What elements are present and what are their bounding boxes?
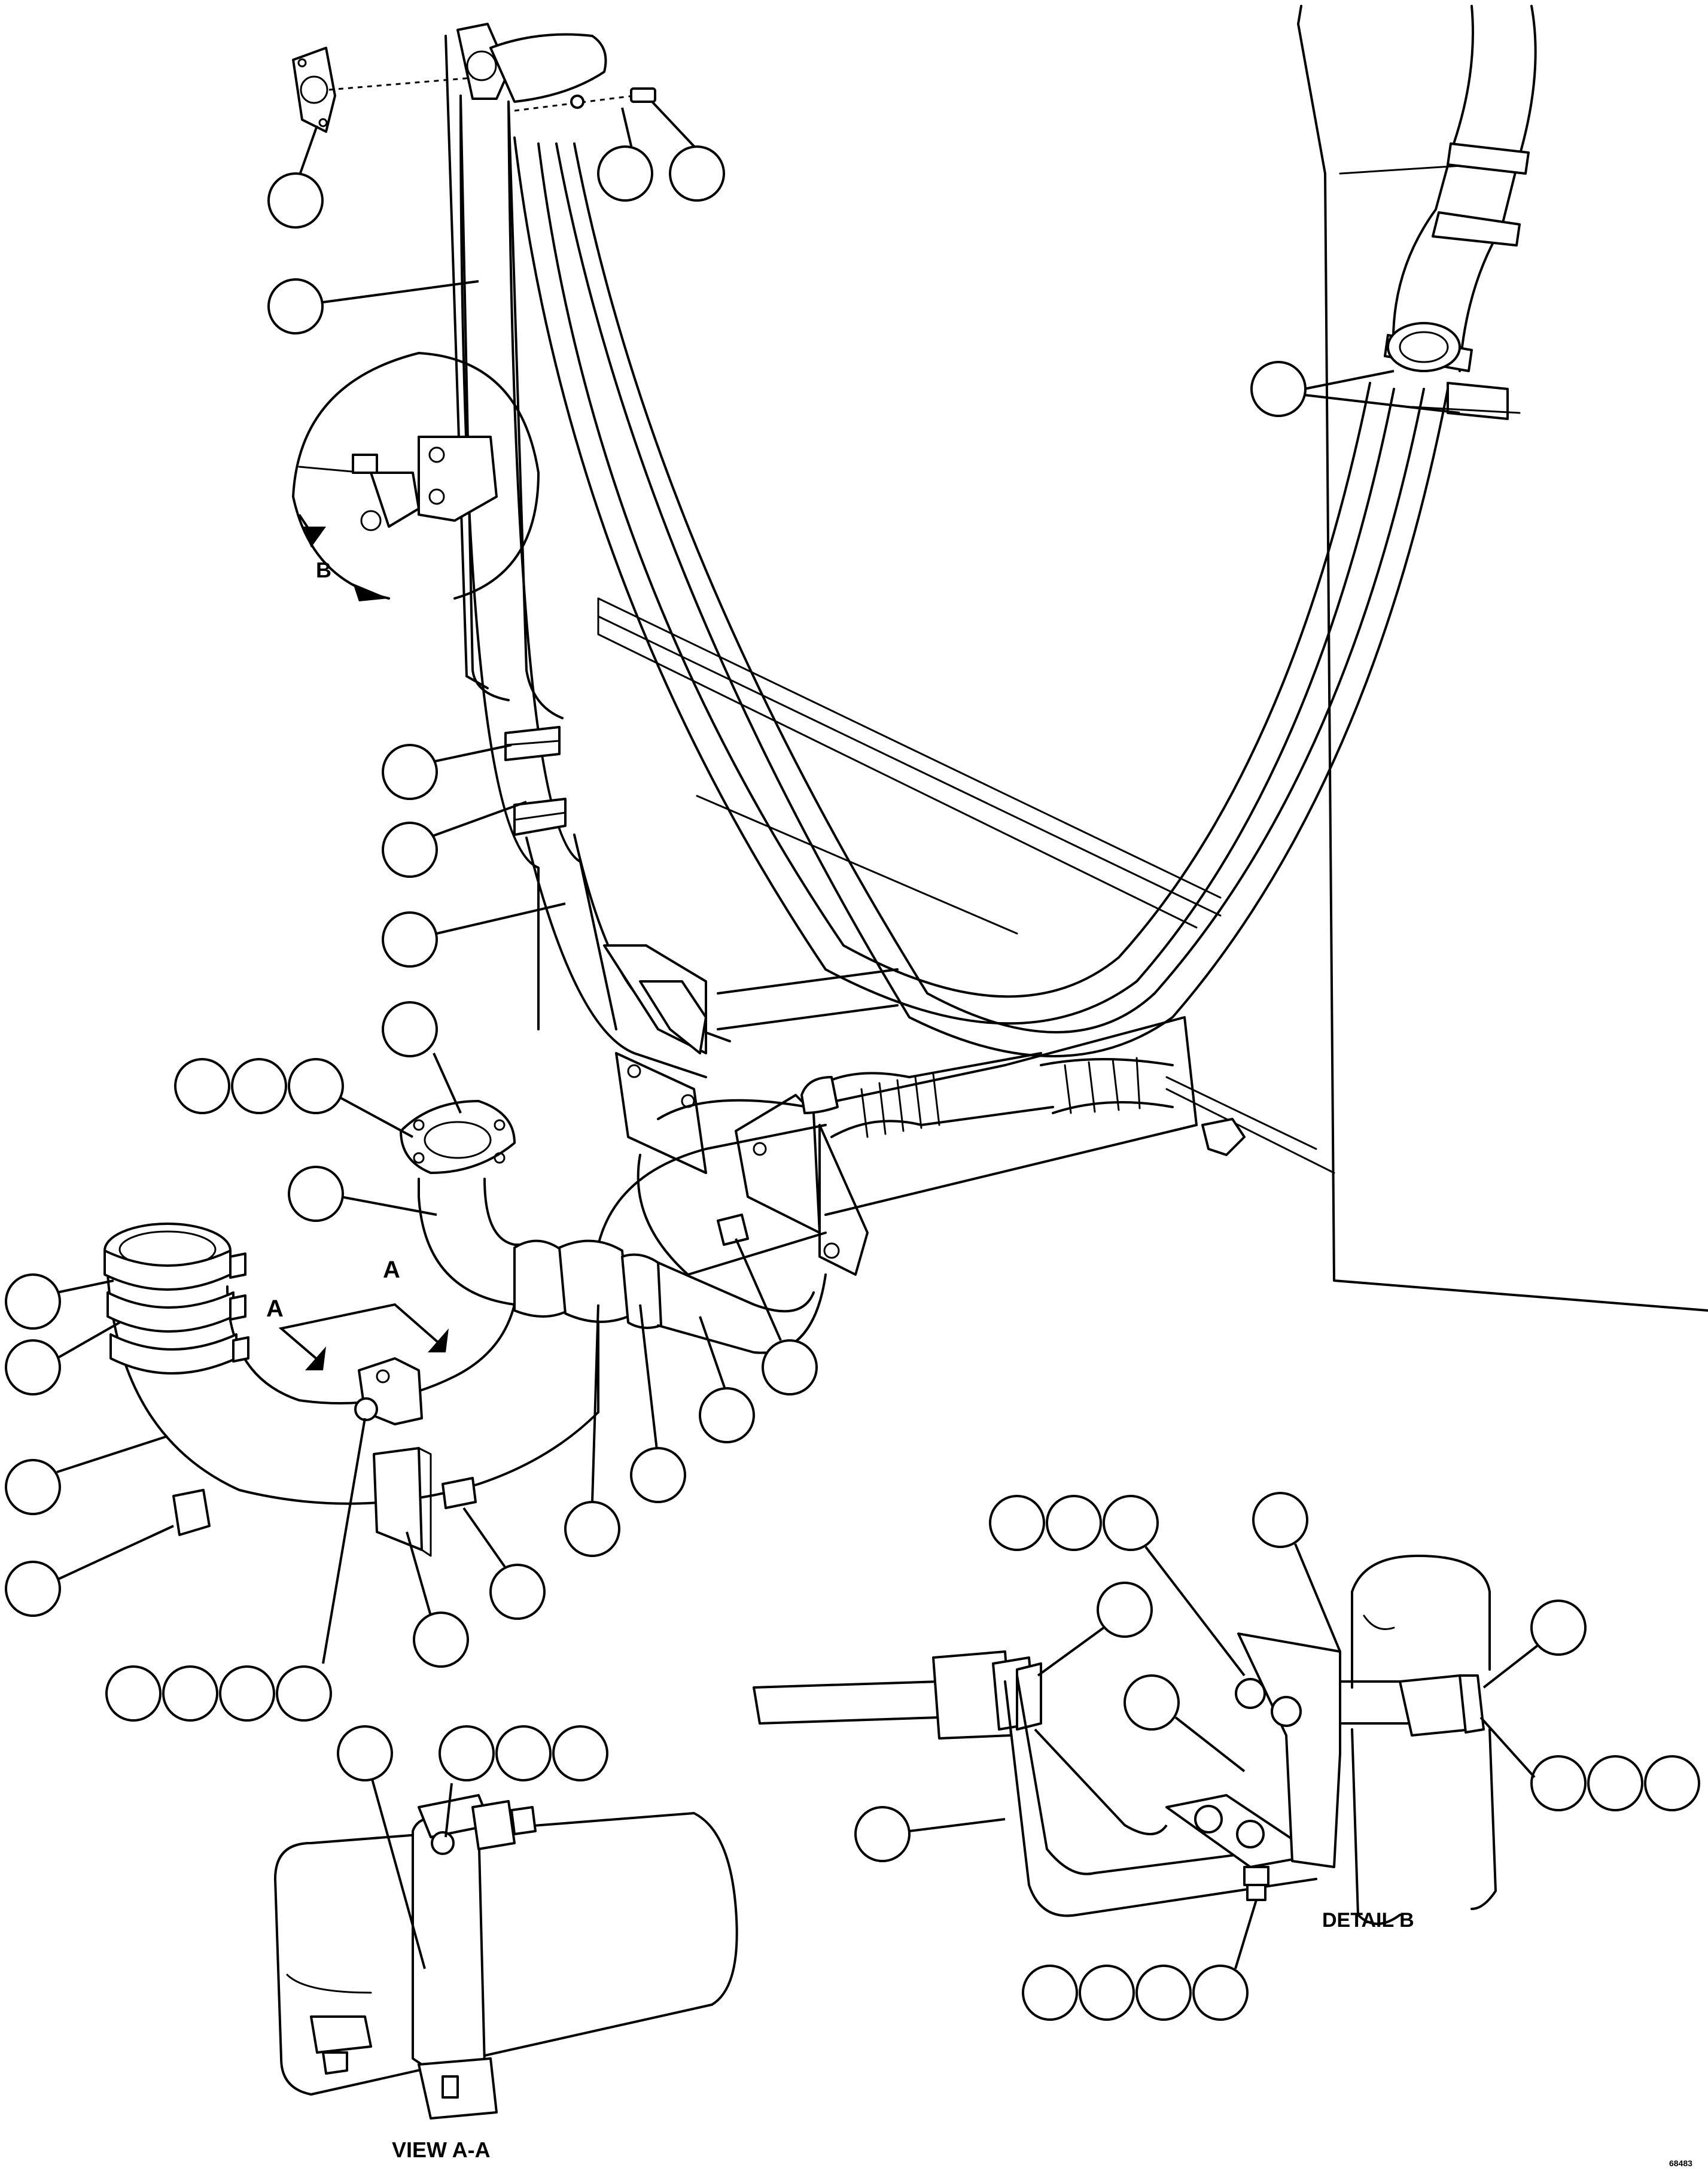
callout-balloon bbox=[1530, 1600, 1587, 1656]
callout-balloon bbox=[276, 1665, 332, 1722]
callout-balloon bbox=[1103, 1495, 1159, 1551]
callout-balloon bbox=[5, 1273, 61, 1330]
callout-balloon bbox=[5, 1561, 61, 1617]
callout-balloon bbox=[630, 1447, 686, 1503]
top-flange bbox=[456, 23, 607, 103]
section-a-clamp bbox=[354, 1357, 432, 1557]
callout-balloon bbox=[5, 1339, 61, 1395]
callout-balloon bbox=[1097, 1582, 1153, 1638]
top-gasket bbox=[292, 47, 336, 133]
callout-balloon bbox=[1587, 1755, 1643, 1811]
small-fitting-center bbox=[717, 1214, 749, 1246]
callout-balloon bbox=[337, 1725, 393, 1781]
muffler-body bbox=[637, 968, 1198, 1276]
callout-balloon bbox=[1046, 1495, 1102, 1551]
view-aa-caption: VIEW A-A bbox=[392, 2137, 491, 2162]
callout-balloon bbox=[219, 1665, 275, 1722]
drawing-number: 68483 bbox=[1669, 2158, 1692, 2168]
detail-b-drawing bbox=[753, 1555, 1497, 1925]
callout-balloon bbox=[288, 1058, 344, 1114]
section-arrow-label-left: A bbox=[266, 1296, 284, 1322]
center-mounting-bracket bbox=[603, 944, 869, 1276]
section-arrows bbox=[278, 1303, 449, 1370]
callout-balloon bbox=[267, 278, 324, 335]
upper-right-hose bbox=[1384, 5, 1537, 420]
callout-balloon bbox=[597, 145, 653, 202]
callout-balloon bbox=[669, 145, 725, 202]
callout-balloon bbox=[382, 822, 438, 878]
vertical-pipe-clamp-lower bbox=[513, 798, 567, 836]
callout-balloon bbox=[989, 1495, 1045, 1551]
callout-balloon bbox=[231, 1058, 287, 1114]
inlet-bellows bbox=[103, 1223, 249, 1375]
detail-circle bbox=[292, 352, 540, 601]
drain-fitting-bottom bbox=[172, 1477, 477, 1536]
corrugated-hose-center bbox=[800, 1052, 1246, 1156]
callout-balloon bbox=[1135, 1965, 1192, 2021]
callout-balloon bbox=[552, 1725, 608, 1781]
hose-bundle bbox=[513, 136, 1449, 1057]
callout-balloon bbox=[439, 1725, 495, 1781]
callout-balloon bbox=[495, 1725, 552, 1781]
callout-balloon bbox=[162, 1665, 218, 1722]
callout-balloon bbox=[105, 1665, 162, 1722]
section-arrow-label-right: A bbox=[383, 1257, 400, 1283]
detail-b-marker: B bbox=[316, 558, 331, 582]
callout-balloon bbox=[174, 1058, 230, 1114]
callout-balloon bbox=[489, 1564, 546, 1620]
view-aa-drawing bbox=[274, 1794, 738, 2120]
callout-balloon bbox=[382, 911, 438, 968]
callout-balloon bbox=[267, 172, 324, 229]
callout-balloon bbox=[1252, 1492, 1308, 1548]
vertical-pipe-clamp-upper bbox=[504, 726, 561, 761]
callout-balloon bbox=[1022, 1965, 1078, 2021]
callout-balloon bbox=[382, 1001, 438, 1057]
callout-balloon bbox=[288, 1166, 344, 1222]
callout-balloon bbox=[1079, 1965, 1135, 2021]
callout-balloon bbox=[1250, 361, 1307, 417]
callout-balloon bbox=[382, 744, 438, 800]
lower-coupling-sections bbox=[513, 1239, 827, 1354]
vertical-pipe-lower-section bbox=[525, 837, 707, 1078]
callout-balloon bbox=[699, 1387, 755, 1443]
callout-balloon bbox=[564, 1501, 620, 1557]
vertical-exhaust-pipe bbox=[459, 95, 617, 1030]
callout-balloon bbox=[1644, 1755, 1700, 1811]
detail-b-caption: DETAIL B bbox=[1322, 1909, 1414, 1932]
gasket-alignment-line bbox=[328, 77, 473, 91]
callout-balloon bbox=[762, 1339, 818, 1395]
callout-balloon bbox=[1124, 1674, 1180, 1731]
lower-pipe-flange bbox=[400, 1100, 516, 1174]
callout-balloon bbox=[413, 1612, 469, 1668]
callout-balloon bbox=[5, 1459, 61, 1515]
callout-balloon bbox=[1192, 1965, 1249, 2021]
callout-balloon bbox=[854, 1806, 911, 1862]
callout-balloon bbox=[1530, 1755, 1587, 1811]
top-bolt bbox=[570, 87, 656, 109]
callouts bbox=[5, 101, 1700, 2021]
